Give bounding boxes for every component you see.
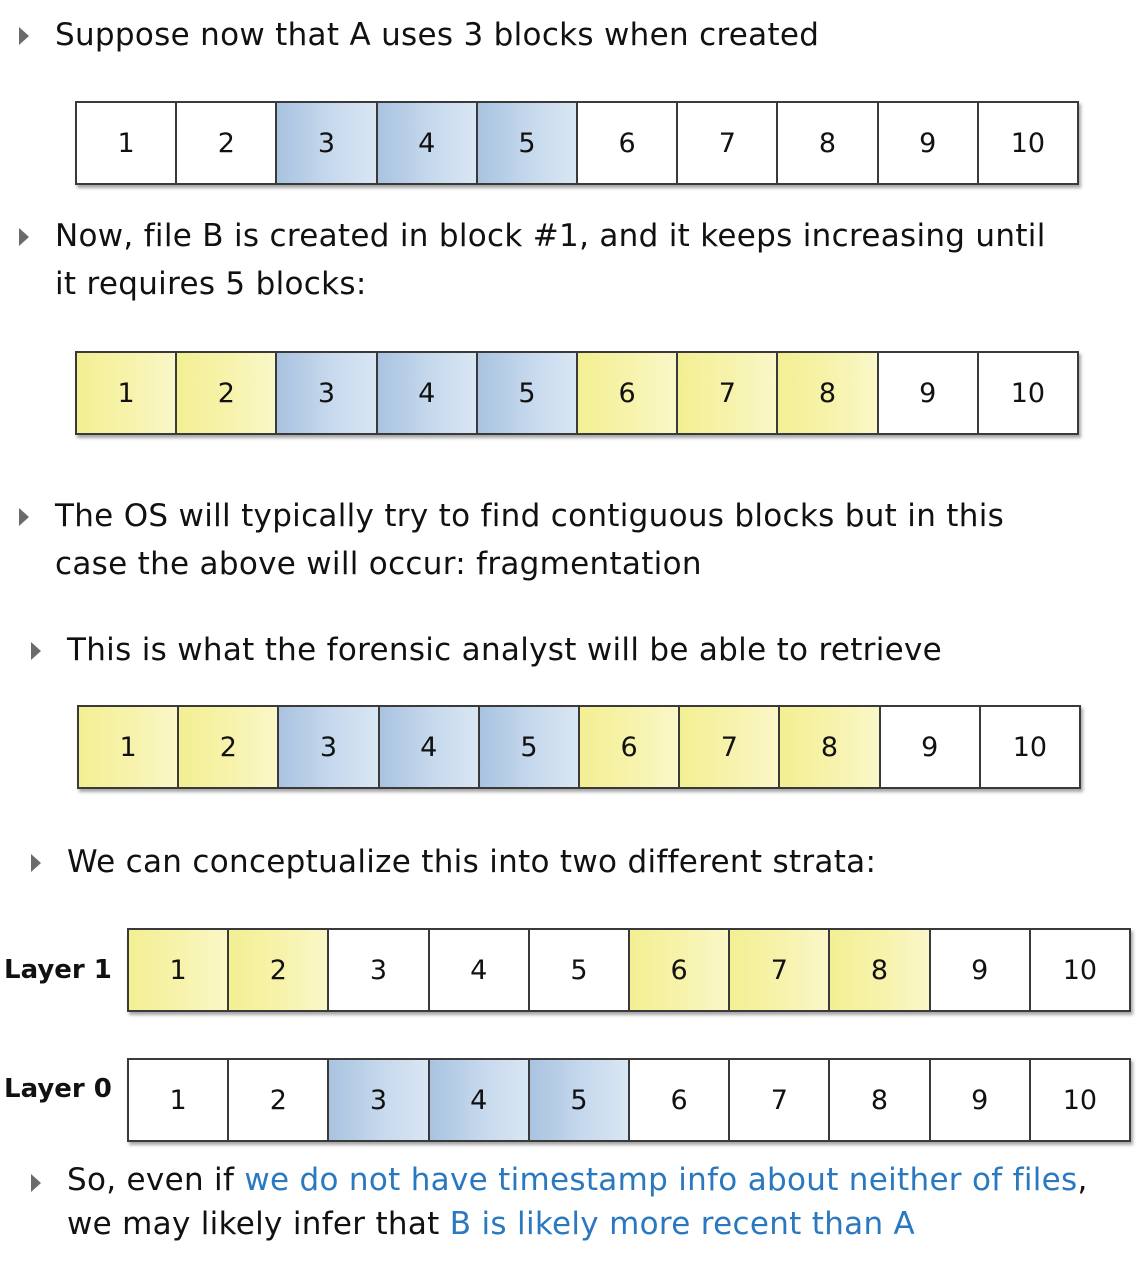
block-cell: 1	[129, 930, 228, 1010]
block-cell: 9	[928, 930, 1029, 1010]
block-cell: 10	[1028, 1060, 1130, 1140]
block-cell: 6	[628, 1060, 729, 1140]
block-cell: 5	[527, 930, 629, 1010]
bullet-arrow-icon	[31, 642, 41, 660]
block-cell: 9	[878, 707, 979, 787]
block-cell: 3	[327, 1060, 428, 1140]
block-cell: 4	[377, 707, 478, 787]
bullet-text-line1: So, even if we do not have timestamp inf…	[67, 1158, 1088, 1202]
layer-1-label: Layer 1	[4, 955, 112, 985]
block-cell: 10	[1028, 930, 1130, 1010]
block-cell: 7	[676, 353, 777, 433]
bullet-arrow-icon	[31, 1174, 41, 1192]
bullet-forensic-retrieve: This is what the forensic analyst will b…	[31, 626, 943, 674]
bullet-arrow-icon	[19, 508, 29, 526]
block-cell: 3	[275, 353, 376, 433]
block-cell: 1	[79, 707, 178, 787]
bullet-text-line2: case the above will occur: fragmentation	[55, 546, 702, 582]
bullet-text-line2: we may likely infer that B is likely mor…	[67, 1202, 1088, 1246]
block-cell: 5	[475, 353, 577, 433]
bullet-arrow-icon	[19, 27, 29, 45]
block-cell: 6	[578, 707, 679, 787]
block-cell: 2	[227, 930, 328, 1010]
bullet-suppose: Suppose now that A uses 3 blocks when cr…	[19, 11, 820, 59]
conclusion-text-a: So, even if	[67, 1162, 245, 1198]
block-cell: 8	[828, 930, 929, 1010]
block-cell: 3	[327, 930, 428, 1010]
block-cell: 3	[275, 103, 376, 183]
block-cell: 1	[129, 1060, 228, 1140]
block-cell: 7	[728, 1060, 829, 1140]
block-cell: 3	[277, 707, 378, 787]
block-cell: 2	[175, 103, 276, 183]
block-cell: 6	[628, 930, 729, 1010]
block-cell: 5	[527, 1060, 629, 1140]
bullet-conclusion: So, even if we do not have timestamp inf…	[31, 1158, 1088, 1246]
block-cell: 8	[776, 103, 877, 183]
conclusion-highlight-timestamp: we do not have timestamp info about neit…	[244, 1162, 1078, 1198]
bullet-text: This is what the forensic analyst will b…	[67, 632, 943, 668]
block-cell: 4	[375, 103, 476, 183]
bullet-text-line2: it requires 5 blocks:	[55, 266, 367, 302]
bullet-text: Suppose now that A uses 3 blocks when cr…	[55, 17, 820, 53]
block-cell: 9	[876, 353, 977, 433]
block-cell: 4	[375, 353, 476, 433]
block-cell: 10	[976, 103, 1078, 183]
bullet-os-contiguous: The OS will typically try to find contig…	[19, 492, 1005, 588]
bullet-text: We can conceptualize this into two diffe…	[67, 844, 877, 880]
block-cell: 2	[175, 353, 276, 433]
bullet-text-line1: Now, file B is created in block #1, and …	[55, 218, 1046, 254]
block-cell: 1	[77, 103, 176, 183]
conclusion-text-b: we may likely infer that	[67, 1206, 450, 1242]
block-cell: 10	[976, 353, 1078, 433]
block-cell: 7	[678, 707, 779, 787]
block-cell: 5	[475, 103, 577, 183]
bullet-text-line1: The OS will typically try to find contig…	[55, 498, 1005, 534]
block-cell: 2	[177, 707, 278, 787]
block-cell: 2	[227, 1060, 328, 1140]
conclusion-text-comma: ,	[1077, 1162, 1088, 1198]
block-cell: 1	[77, 353, 176, 433]
bullet-arrow-icon	[31, 854, 41, 872]
bullet-two-strata: We can conceptualize this into two diffe…	[31, 838, 877, 886]
block-cell: 9	[928, 1060, 1029, 1140]
block-cell: 4	[427, 1060, 528, 1140]
block-cell: 8	[776, 353, 877, 433]
block-cell: 9	[876, 103, 977, 183]
block-cell: 7	[676, 103, 777, 183]
block-cell: 5	[477, 707, 579, 787]
block-cell: 8	[778, 707, 879, 787]
bullet-file-b-created: Now, file B is created in block #1, and …	[19, 212, 1046, 308]
conclusion-highlight-recent: B is likely more recent than A	[449, 1206, 916, 1242]
block-cell: 6	[576, 103, 677, 183]
block-cell: 8	[828, 1060, 929, 1140]
block-cell: 7	[728, 930, 829, 1010]
block-cell: 10	[978, 707, 1080, 787]
block-cell: 6	[576, 353, 677, 433]
bullet-arrow-icon	[19, 228, 29, 246]
layer-0-label: Layer 0	[4, 1074, 112, 1104]
block-cell: 4	[427, 930, 528, 1010]
